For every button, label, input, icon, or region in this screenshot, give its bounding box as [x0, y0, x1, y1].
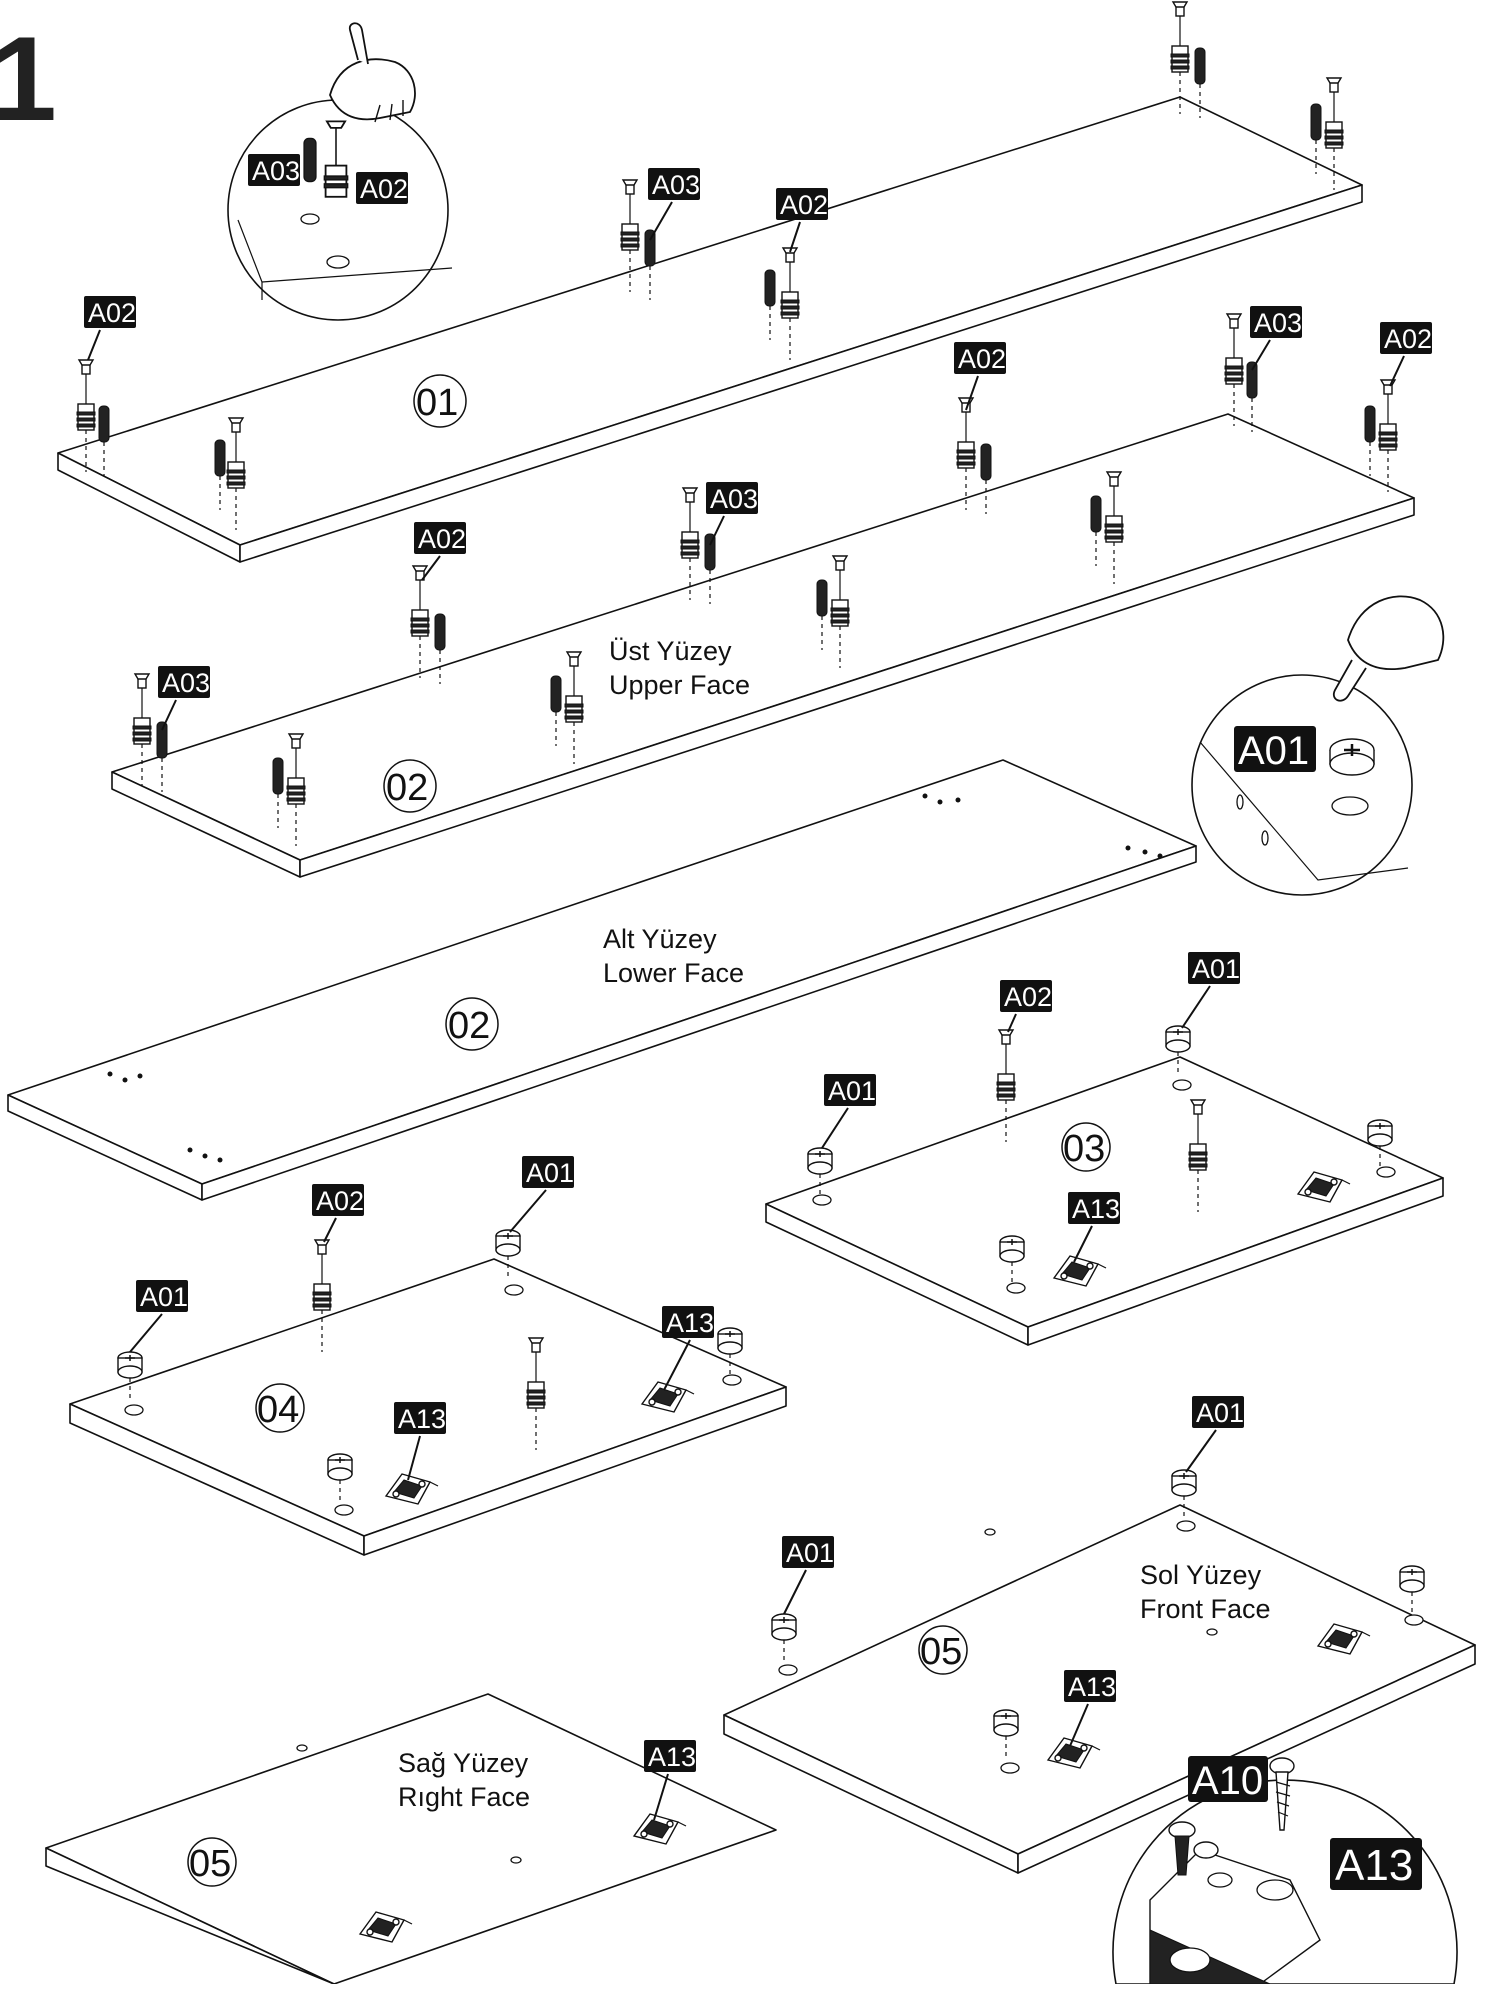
svg-text:A02: A02	[780, 190, 828, 220]
label-a01-4: A01	[136, 1280, 188, 1312]
svg-text:A10: A10	[1192, 1759, 1263, 1803]
hand-press-icon	[329, 22, 416, 123]
label-a13-detail: A13	[1330, 1838, 1422, 1890]
svg-text:02: 02	[448, 1005, 490, 1047]
left-face-label-en: Front Face	[1140, 1594, 1271, 1624]
part-number-02-upper: 02	[383, 759, 437, 813]
svg-text:A03: A03	[710, 484, 758, 514]
svg-text:A13: A13	[1068, 1672, 1116, 1702]
label-a02-6: A02	[1000, 980, 1052, 1012]
hole-cluster	[107, 793, 1163, 1163]
svg-text:05: 05	[920, 1631, 962, 1673]
detail-circle-dowel: A03 A02	[227, 22, 453, 321]
svg-text:A03: A03	[1254, 308, 1302, 338]
svg-text:A13: A13	[648, 1742, 696, 1772]
label-a02-2: A02	[776, 188, 828, 220]
label-a13-1: A13	[1068, 1192, 1120, 1224]
label-a02-detail: A02	[356, 172, 408, 204]
label-a02-3: A02	[954, 342, 1006, 374]
label-a02-5: A02	[414, 522, 466, 554]
svg-text:A01: A01	[828, 1076, 876, 1106]
svg-text:01: 01	[416, 382, 458, 424]
svg-text:A13: A13	[1072, 1194, 1120, 1224]
svg-text:A01: A01	[786, 1538, 834, 1568]
svg-text:A03: A03	[162, 668, 210, 698]
svg-text:A01: A01	[1238, 729, 1309, 773]
label-a02-1: A02	[84, 296, 136, 328]
label-a03-detail: A03	[248, 154, 300, 186]
svg-text:A02: A02	[360, 174, 408, 204]
svg-text:A01: A01	[1192, 954, 1240, 984]
lower-face-label-tr: Alt Yüzey	[603, 924, 717, 954]
left-face-label-tr: Sol Yüzey	[1140, 1560, 1262, 1590]
panel-05-right: 05 Sağ Yüzey Rıght Face	[45, 1693, 777, 1985]
callouts: A02 A03 A02 A02 A03 A02 A02 A03 A03 A02 …	[84, 168, 1432, 1821]
svg-text:A01: A01	[526, 1158, 574, 1188]
part-number-03: 03	[1061, 1122, 1111, 1172]
part-number-05-left: 05	[918, 1625, 968, 1675]
panel-02-lower: 02 Alt Yüzey Lower Face	[7, 759, 1197, 1201]
part-number-01: 01	[413, 374, 467, 428]
upper-face-label-tr: Üst Yüzey	[609, 636, 732, 666]
upper-face-label-en: Upper Face	[609, 670, 750, 700]
pin-icon	[323, 120, 349, 198]
panel-02-upper: 02 Üst Yüzey Upper Face	[111, 413, 1415, 878]
svg-text:A13: A13	[1335, 1841, 1413, 1890]
label-a03-2: A03	[1250, 306, 1302, 338]
svg-text:A02: A02	[418, 524, 466, 554]
svg-text:A03: A03	[252, 156, 300, 186]
right-face-label-tr: Sağ Yüzey	[398, 1748, 529, 1778]
label-a01-1: A01	[1188, 952, 1240, 984]
svg-text:A03: A03	[652, 170, 700, 200]
svg-text:A02: A02	[88, 298, 136, 328]
label-a01-detail: A01	[1234, 726, 1316, 773]
label-a01-5: A01	[1192, 1396, 1244, 1428]
svg-text:02: 02	[386, 767, 428, 809]
svg-text:A02: A02	[1384, 324, 1432, 354]
detail-circle-cam: A01	[1191, 595, 1445, 896]
label-a10-detail: A10	[1188, 1756, 1268, 1803]
label-a03-3: A03	[706, 482, 758, 514]
hand-press-icon	[1332, 595, 1445, 702]
panel-01: 01	[57, 96, 1363, 563]
label-a02-4: A02	[1380, 322, 1432, 354]
label-a13-4: A13	[1064, 1670, 1116, 1702]
panel-04: 04	[69, 1258, 787, 1556]
cam-lock-icon	[1329, 738, 1375, 776]
svg-text:A02: A02	[958, 344, 1006, 374]
svg-text:03: 03	[1063, 1128, 1105, 1170]
part-number-02-lower: 02	[445, 997, 499, 1051]
label-a03-1: A03	[648, 168, 700, 200]
step-number: 1	[0, 12, 57, 146]
label-a01-2: A01	[824, 1074, 876, 1106]
part-number-05-right: 05	[187, 1837, 237, 1887]
dowel-icon	[303, 137, 317, 183]
svg-text:A01: A01	[140, 1282, 188, 1312]
svg-text:A02: A02	[1004, 982, 1052, 1012]
screw-icon	[1168, 1757, 1295, 1876]
svg-text:A01: A01	[1196, 1398, 1244, 1428]
hinge-plate-icon	[1149, 1849, 1321, 1985]
label-a01-6: A01	[782, 1536, 834, 1568]
svg-text:A13: A13	[666, 1308, 714, 1338]
right-face-label-en: Rıght Face	[398, 1782, 530, 1812]
lower-face-label-en: Lower Face	[603, 958, 744, 988]
detail-circle-hinge: A10 A13	[1112, 1756, 1458, 1985]
svg-text:A13: A13	[398, 1404, 446, 1434]
label-a01-3: A01	[522, 1156, 574, 1188]
label-a13-2: A13	[662, 1306, 714, 1338]
label-a13-5: A13	[644, 1740, 696, 1772]
part-number-04: 04	[255, 1383, 305, 1433]
label-a02-7: A02	[312, 1184, 364, 1216]
label-a13-3: A13	[394, 1402, 446, 1434]
label-a03-4: A03	[158, 666, 210, 698]
svg-text:04: 04	[257, 1389, 299, 1431]
svg-text:A02: A02	[316, 1186, 364, 1216]
svg-text:05: 05	[189, 1843, 231, 1885]
